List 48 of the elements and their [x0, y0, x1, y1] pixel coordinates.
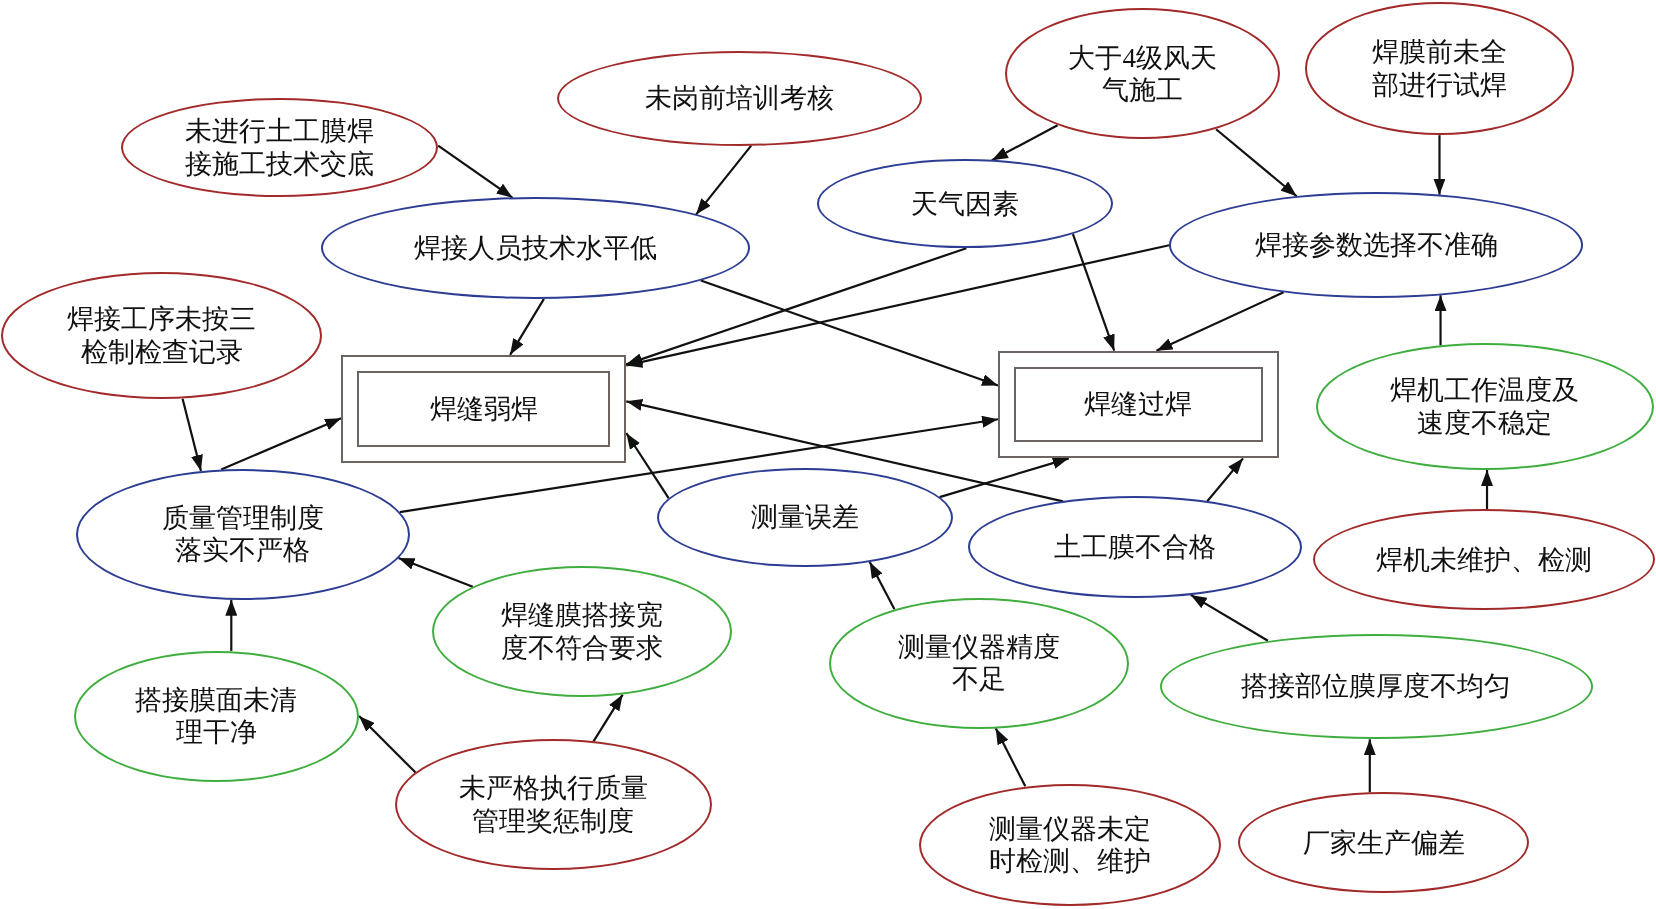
node-text: 质量管理制度落实不严格	[160, 502, 325, 567]
node-text: 焊缝弱焊	[429, 392, 538, 425]
node-text: 未进行土工膜焊接施工技术交底	[184, 115, 376, 181]
node-text: 测量仪器未定时检测、维护	[987, 812, 1152, 878]
arrow	[625, 432, 670, 499]
node-text: 测量误差	[750, 501, 859, 534]
node-text: 厂家生产偏差	[1302, 826, 1465, 859]
arrow	[1433, 135, 1446, 195]
node-text: 焊机未维护、检测	[1375, 543, 1592, 576]
node-text: 未岗前培训考核	[644, 82, 834, 115]
result-box	[341, 354, 627, 463]
node-text: 焊接参数选择不准确	[1254, 228, 1498, 262]
arrow	[1434, 295, 1447, 346]
arrow	[695, 144, 753, 216]
arrow	[1481, 469, 1493, 510]
arrow	[437, 144, 514, 199]
arrow	[399, 415, 999, 514]
arrow	[939, 457, 1070, 499]
arrow	[1206, 457, 1244, 503]
node-text: 焊机工作温度及速度不稳定	[1389, 374, 1581, 439]
arrow	[509, 298, 545, 356]
node-text: 土工膜不合格	[1054, 530, 1217, 564]
arrow	[398, 557, 474, 588]
result-box	[998, 350, 1279, 459]
arrow	[1156, 291, 1285, 352]
node-text: 大于4级风天气施工	[1067, 41, 1218, 107]
arrow	[1363, 739, 1376, 793]
arrow	[225, 599, 238, 651]
node-text: 搭接膜面未清理干净	[134, 683, 299, 749]
node-text: 焊接人员技术水平低	[413, 231, 657, 265]
arrow	[625, 247, 967, 366]
node-text: 焊接工序未按三检制检查记录	[66, 303, 258, 369]
node-text: 未严格执行质量管理奖惩制度	[457, 772, 649, 838]
arrow	[991, 124, 1059, 162]
arrow	[1215, 128, 1298, 198]
arrow	[358, 715, 417, 774]
node-text: 焊膜前未全部进行试焊	[1370, 36, 1508, 102]
arrow	[626, 244, 1170, 368]
arrow	[868, 561, 896, 610]
node-text: 搭接部位膜厚度不均匀	[1241, 670, 1512, 703]
node-text: 焊缝过焊	[1084, 388, 1193, 421]
node-text: 测量仪器精度不足	[897, 630, 1061, 696]
node-text: 天气因素	[911, 187, 1020, 220]
arrow	[1071, 233, 1116, 351]
arrow	[220, 417, 342, 471]
arrow	[700, 279, 999, 387]
arrow	[626, 399, 1064, 503]
node-text: 焊缝膜搭接宽度不符合要求	[499, 599, 664, 664]
